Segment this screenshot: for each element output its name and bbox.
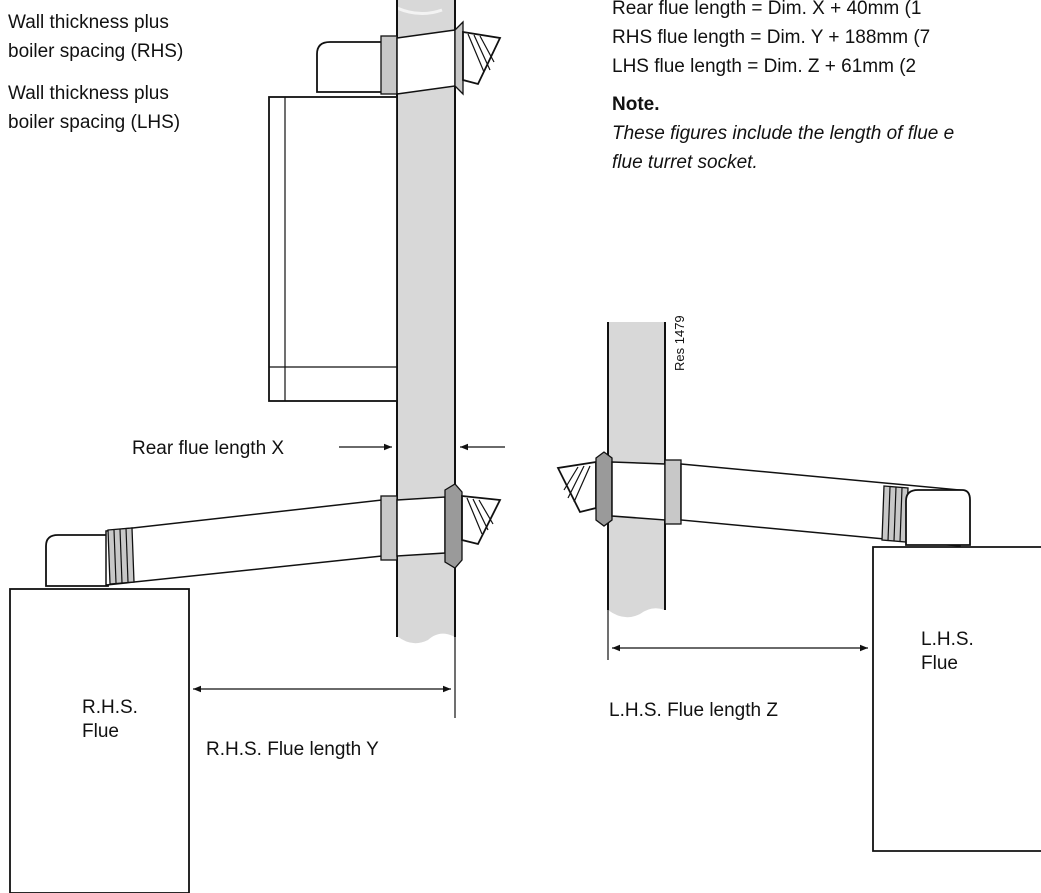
rhs-flue-assembly <box>45 483 502 587</box>
wall-rhs-label-line1: Wall thickness plus <box>8 12 169 33</box>
wall-lhs-label-line2: boiler spacing (LHS) <box>8 112 180 133</box>
rhs-flue-length-label: R.H.S. Flue length Y <box>206 739 379 760</box>
dimensions <box>193 443 868 718</box>
rear-flue-label: Rear flue length X <box>132 438 284 459</box>
wall-lhs-label-line1: Wall thickness plus <box>8 83 169 104</box>
lhs-boiler <box>872 546 1041 852</box>
rear-boiler <box>268 96 398 402</box>
lhs-flue-length-label: L.H.S. Flue length Z <box>609 700 778 721</box>
note-heading: Note. <box>612 94 660 115</box>
note-line1: These figures include the length of flue… <box>612 123 954 144</box>
formula-rear: Rear flue length = Dim. X + 40mm (1 <box>612 0 921 19</box>
rhs-box-label-line2: Flue <box>82 721 119 742</box>
formula-rhs: RHS flue length = Dim. Y + 188mm (7 <box>612 27 930 48</box>
wall-rhs-label-line2: boiler spacing (RHS) <box>8 41 183 62</box>
lhs-box-label-line1: L.H.S. <box>921 629 974 650</box>
rhs-boiler <box>9 588 190 893</box>
res-code: Res 1479 <box>672 315 687 371</box>
lhs-flue-assembly <box>556 451 971 547</box>
lhs-box-label-line2: Flue <box>921 653 958 674</box>
formula-lhs: LHS flue length = Dim. Z + 61mm (2 <box>612 56 916 77</box>
rhs-box-label-line1: R.H.S. <box>82 697 138 718</box>
note-line2: flue turret socket. <box>612 152 758 173</box>
rear-flue-assembly <box>316 20 502 96</box>
